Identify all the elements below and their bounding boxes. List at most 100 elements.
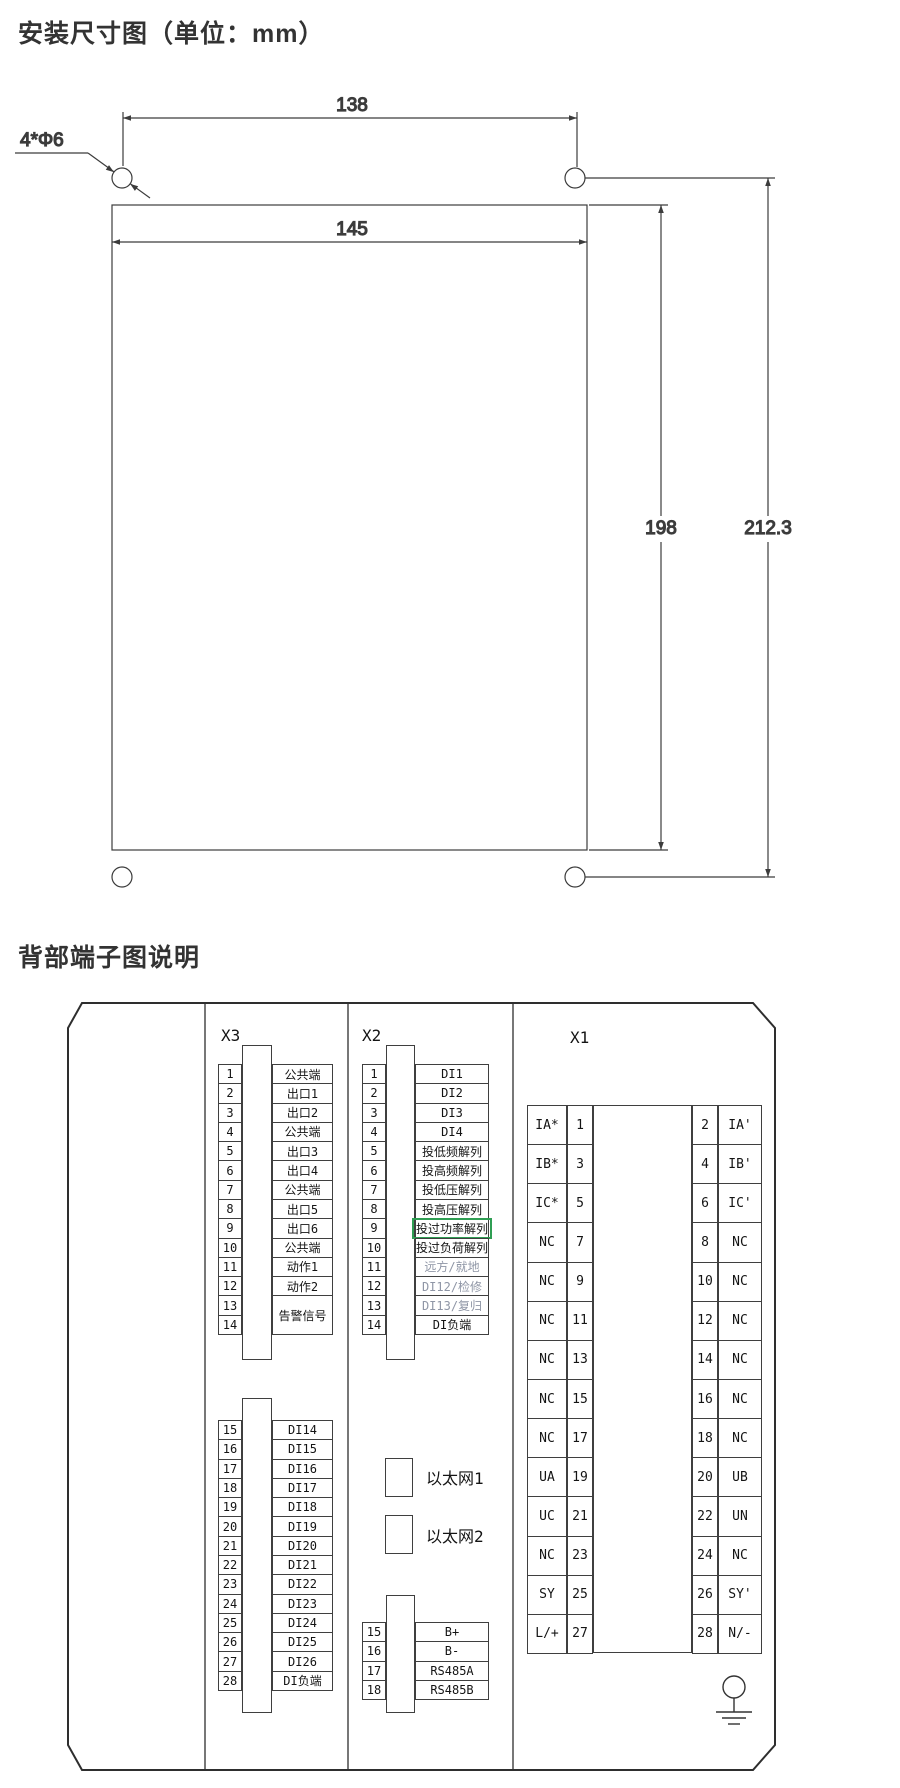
- terminal-label: 投低压解列: [415, 1179, 489, 1200]
- terminal-number: 6: [362, 1160, 386, 1181]
- terminal-label: 出口1: [272, 1083, 333, 1104]
- dim-overall-height: 212.3: [744, 518, 792, 539]
- terminal-number: 16: [362, 1641, 386, 1662]
- terminal-label: 投高压解列: [415, 1198, 489, 1220]
- terminal-number: 5: [362, 1141, 386, 1162]
- terminal-label: DI1: [415, 1064, 489, 1085]
- terminal-label: DI14: [272, 1420, 333, 1441]
- terminal-label: IC': [718, 1183, 762, 1224]
- terminal-number: 15: [218, 1420, 242, 1441]
- terminal-number: 6: [218, 1160, 242, 1181]
- connector-x3-header: X3: [221, 1026, 241, 1045]
- dim-panel-width: 145: [336, 219, 368, 240]
- terminal-number: 11: [362, 1256, 386, 1278]
- ground-icon: [716, 1675, 752, 1725]
- terminal-number: 16: [218, 1439, 242, 1460]
- terminal-label: DI3: [415, 1102, 489, 1123]
- terminal-label: DI2: [415, 1083, 489, 1104]
- terminal-number: 12: [362, 1276, 386, 1297]
- terminal-label: 出口3: [272, 1141, 333, 1162]
- terminal-number: 11: [567, 1300, 593, 1341]
- terminal-number: 14: [692, 1339, 718, 1380]
- terminal-label: NC: [527, 1379, 567, 1420]
- terminal-number: 16: [692, 1379, 718, 1420]
- terminal-label: DI18: [272, 1497, 333, 1518]
- terminal-panel-outline: [67, 1002, 776, 1771]
- terminal-number: 19: [218, 1497, 242, 1518]
- terminal-number: 8: [362, 1198, 386, 1220]
- terminal-number: 7: [218, 1179, 242, 1200]
- terminal-number: 20: [692, 1457, 718, 1498]
- terminal-number: 9: [567, 1261, 593, 1302]
- terminal-number: 13: [362, 1295, 386, 1316]
- terminal-label: UA: [527, 1457, 567, 1498]
- terminal-label: NC: [718, 1535, 762, 1576]
- terminal-number: 24: [218, 1593, 242, 1614]
- terminal-label: 投过功率解列: [412, 1217, 493, 1239]
- terminal-label: DI20: [272, 1535, 333, 1556]
- terminal-number: 27: [218, 1651, 242, 1672]
- installation-title: 安装尺寸图（单位：mm）: [18, 20, 325, 48]
- terminal-label: 投过负荷解列: [415, 1237, 489, 1258]
- terminal-label: RS485B: [415, 1679, 489, 1701]
- terminal-label: L/+: [527, 1613, 567, 1654]
- terminal-number: 5: [218, 1141, 242, 1162]
- terminal-label: IC*: [527, 1183, 567, 1224]
- terminal-label: NC: [718, 1379, 762, 1420]
- terminal-number: 17: [567, 1418, 593, 1459]
- terminal-number: 15: [362, 1622, 386, 1643]
- terminal-label: 远方/就地: [415, 1256, 489, 1278]
- mounting-hole: [564, 866, 586, 888]
- terminal-label: UB: [718, 1457, 762, 1498]
- terminal-number: 1: [567, 1105, 593, 1146]
- panel-outline: [111, 204, 588, 851]
- terminal-label: 公共端: [272, 1237, 333, 1258]
- terminal-number: 28: [692, 1613, 718, 1654]
- terminal-number: 10: [362, 1237, 386, 1258]
- terminal-label: NC: [718, 1261, 762, 1302]
- terminal-label: NC: [718, 1222, 762, 1263]
- terminal-number: 2: [362, 1083, 386, 1104]
- ethernet-port-2: [385, 1515, 413, 1554]
- terminal-label: SY: [527, 1574, 567, 1615]
- ethernet-2-label: 以太网2: [426, 1527, 484, 1546]
- terminal-label: DI25: [272, 1632, 333, 1653]
- terminal-number: 15: [567, 1379, 593, 1420]
- terminal-number: 6: [692, 1183, 718, 1224]
- terminal-label: DI19: [272, 1516, 333, 1537]
- terminal-label: NC: [718, 1418, 762, 1459]
- dim-hole-spacing: 138: [336, 95, 368, 116]
- hole-note: 4*Φ6: [20, 130, 64, 151]
- terminal-number: 26: [692, 1574, 718, 1615]
- terminal-number: 4: [692, 1144, 718, 1185]
- terminal-number: 14: [218, 1314, 242, 1335]
- terminal-label: NC: [527, 1535, 567, 1576]
- terminal-number: 8: [692, 1222, 718, 1263]
- terminal-number: 9: [362, 1218, 386, 1239]
- ethernet-1-label: 以太网1: [426, 1469, 484, 1488]
- terminal-label: DI22: [272, 1574, 333, 1595]
- terminal-number: 14: [362, 1314, 386, 1335]
- terminal-label: 动作1: [272, 1256, 333, 1278]
- terminal-label: DI21: [272, 1554, 333, 1576]
- terminal-number: 1: [362, 1064, 386, 1085]
- terminal-label: 告警信号: [272, 1295, 333, 1335]
- mounting-hole: [111, 167, 133, 189]
- dim-panel-height: 198: [645, 518, 677, 539]
- terminal-label: IA*: [527, 1105, 567, 1146]
- terminal-label: DI17: [272, 1477, 333, 1499]
- terminal-number: 2: [218, 1083, 242, 1104]
- x3-upper-connector-bar: [242, 1045, 272, 1360]
- terminal-number: 4: [362, 1121, 386, 1143]
- terminal-number: 3: [218, 1102, 242, 1123]
- terminal-label: IB*: [527, 1144, 567, 1185]
- terminal-label: DI4: [415, 1121, 489, 1143]
- mounting-hole: [564, 167, 586, 189]
- terminal-label: DI23: [272, 1593, 333, 1614]
- terminal-number: 22: [218, 1554, 242, 1576]
- terminal-label: B+: [415, 1622, 489, 1643]
- terminal-number: 1: [218, 1064, 242, 1085]
- x2-lower-connector-bar: [386, 1595, 415, 1713]
- terminal-label: 出口5: [272, 1198, 333, 1220]
- terminal-label: DI负端: [415, 1314, 489, 1335]
